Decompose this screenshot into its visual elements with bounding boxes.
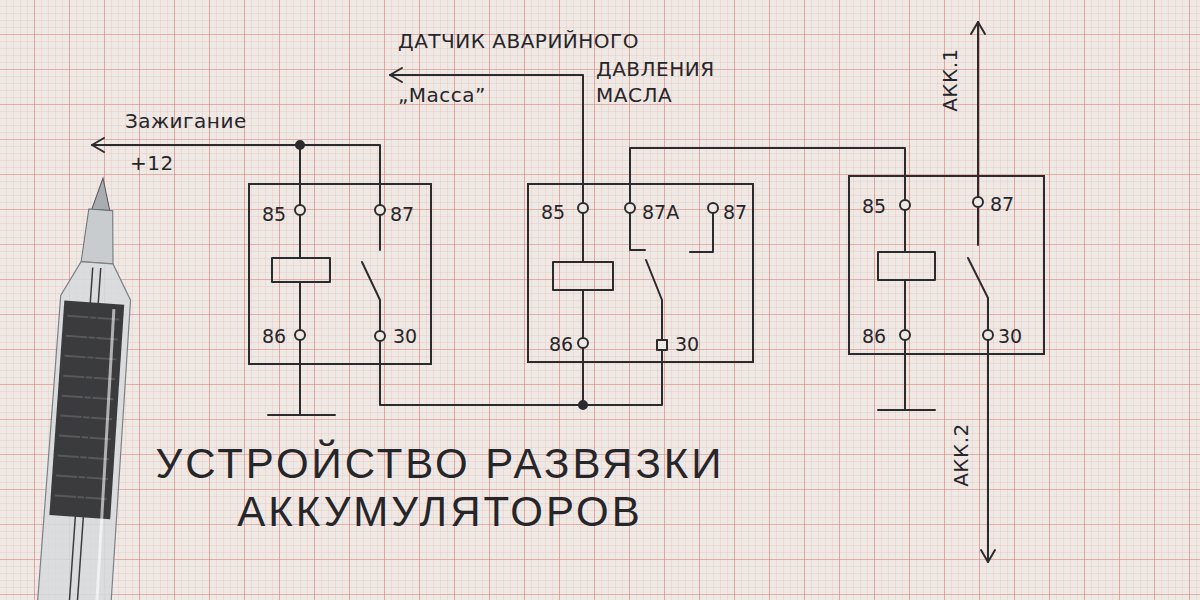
pin-number: 86 (549, 333, 573, 356)
relay-box: 85 87 86 30 (848, 175, 1045, 355)
pin-terminal (657, 340, 667, 350)
coil-wire (904, 210, 906, 330)
pen-tip (92, 177, 112, 210)
wire (379, 341, 381, 365)
pin-number: 30 (675, 333, 699, 356)
pin-number: 85 (262, 203, 286, 226)
pen-illustration (34, 175, 141, 600)
relay-contact (977, 207, 979, 245)
wire-arrow (390, 68, 402, 82)
ground-wire (904, 340, 906, 410)
wire-label: „Масса” (398, 82, 486, 108)
pin-number: 87 (990, 193, 1014, 216)
relay-contact (690, 213, 713, 252)
pen-highlight (90, 309, 118, 600)
wire (299, 145, 301, 205)
pin-number: 85 (862, 195, 886, 218)
wire-label: Зажигание (125, 108, 247, 134)
pen-collar (81, 209, 117, 264)
pin-terminal (983, 330, 993, 340)
wire-arrow (981, 550, 995, 562)
pin-terminal (578, 203, 588, 213)
pin-number: 87 (390, 203, 414, 226)
pin-terminal (375, 205, 385, 215)
relay-box: 85 87А 87 86 30 (527, 183, 754, 363)
pin-terminal (375, 331, 385, 341)
pin-terminal (295, 330, 305, 340)
connector-wire (380, 363, 583, 405)
relay-coil (272, 258, 330, 282)
pin-terminal (295, 205, 305, 215)
wire (629, 183, 631, 203)
coil-wire (582, 213, 584, 338)
wire-arrow (92, 138, 104, 152)
pin-number: 87А (642, 201, 679, 224)
battery-label: АКК.1 (937, 48, 963, 112)
pen-body (34, 260, 135, 600)
pin-terminal (900, 330, 910, 340)
pin-number: 30 (998, 325, 1022, 348)
wire-arrow (971, 22, 985, 34)
pin-terminal (708, 203, 718, 213)
connector-wire (630, 148, 905, 183)
relay-switch (646, 260, 662, 340)
relay-switch (968, 258, 988, 330)
wiring (92, 22, 995, 562)
ground-wire (299, 340, 301, 415)
ignition-wire (92, 144, 300, 146)
relay-contact (379, 215, 381, 250)
pin-terminal (900, 200, 910, 210)
battery-label: АКК.2 (948, 423, 974, 487)
pin-number: 85 (541, 201, 565, 224)
pin-number: 30 (393, 325, 417, 348)
pin-number: 86 (862, 325, 886, 348)
ground-symbol (268, 414, 335, 416)
wire (300, 145, 380, 205)
pen-refill (66, 268, 101, 600)
wire-label: +12 (130, 150, 174, 176)
relay-switch (362, 262, 380, 331)
relay-coil (878, 252, 935, 280)
pin-terminal (973, 197, 983, 207)
wire-label: ДАТЧИК АВАРИЙНОГО (398, 28, 639, 54)
relay-box: 85 87 86 30 (248, 183, 432, 365)
pin-number: 87 (723, 201, 747, 224)
battery-wire (977, 22, 979, 197)
pin-terminal (578, 338, 588, 348)
battery-wire (987, 340, 989, 562)
pin-number: 86 (262, 325, 286, 348)
wire (583, 348, 662, 363)
wire-label: ДАВЛЕНИЯ МАСЛА (596, 56, 736, 108)
wire (904, 175, 906, 200)
ground-symbol (878, 409, 935, 411)
wire (583, 363, 662, 405)
relay-coil (553, 262, 613, 290)
diagram-title: УСТРОЙСТВО РАЗВЯЗКИ АККУМУЛЯТОРОВ (130, 440, 750, 537)
coil-wire (299, 215, 301, 330)
pin-terminal (625, 203, 635, 213)
